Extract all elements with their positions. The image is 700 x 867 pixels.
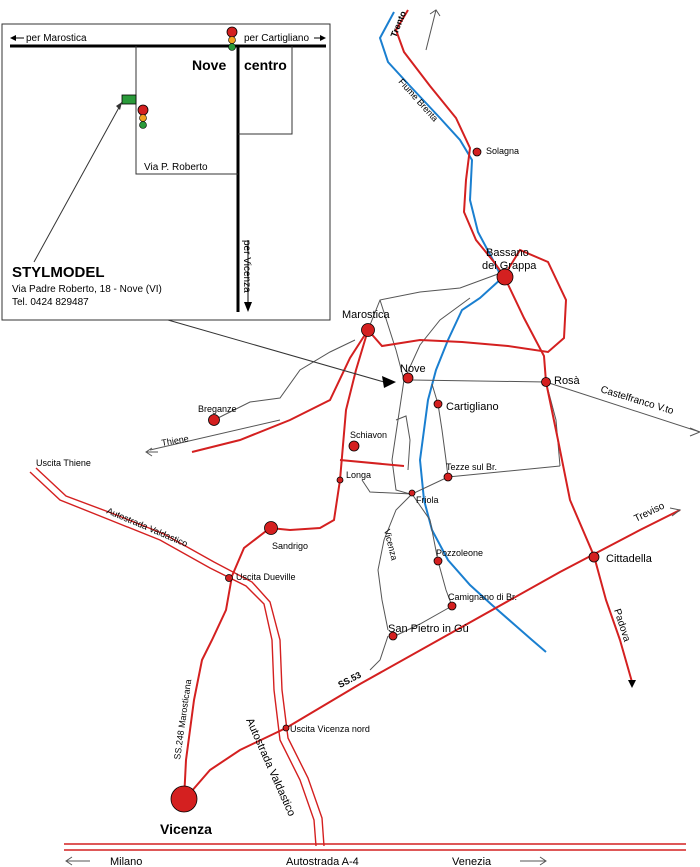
label-cartigliano: Cartigliano: [446, 401, 499, 413]
label-castelfranco: Castelfranco V.to: [599, 384, 675, 417]
label-marostica: Marostica: [342, 309, 391, 321]
arrow-padova-icon: [628, 680, 636, 688]
label-vicenza-road: Vicenza: [382, 528, 399, 561]
arrow-east-castelfranco-icon: [689, 427, 700, 437]
label-san-pietro: San Pietro in Gù: [388, 623, 469, 635]
river-brenta: [378, 11, 547, 653]
label-cittadella: Cittadella: [606, 553, 653, 565]
brand-address: Via Padre Roberto, 18 - Nove (VI): [12, 284, 162, 295]
town-schiavon: [348, 440, 360, 452]
label-longa: Longa: [346, 470, 371, 480]
direction-arrows: [65, 9, 700, 866]
label-uscita-thiene: Uscita Thiene: [36, 458, 91, 468]
town-vicenza-nord: [282, 724, 290, 732]
inset-arrow-left-icon: [10, 35, 16, 41]
label-thiene: Thiene: [161, 433, 190, 448]
label-breganze: Breganze: [198, 404, 237, 414]
inset-arrow-down-icon: [244, 302, 252, 312]
label-pozzoleone: Pozzoleone: [436, 548, 483, 558]
arrow-north-icon: [425, 9, 441, 51]
inset-arrow-right-icon: [320, 35, 326, 41]
town-cartigliano: [433, 399, 443, 409]
minor-roads: [149, 273, 700, 671]
town-vicenza: [170, 785, 198, 813]
inset-per-cartigliano: per Cartigliano: [244, 33, 309, 44]
label-bassano-1: Bassano: [486, 247, 529, 259]
inset-per-vicenza: per Vicenza: [241, 240, 252, 293]
label-uscita-dueville: Uscita Dueville: [236, 572, 296, 582]
town-tezze: [443, 472, 453, 482]
motorways: [29, 467, 686, 851]
label-autostrada-valdastico-1: Autostrada Valdastico: [105, 506, 189, 549]
label-treviso: Treviso: [632, 500, 666, 524]
inset-centro-label: centro: [244, 57, 287, 73]
inset-per-marostica: per Marostica: [26, 33, 87, 44]
label-vicenza: Vicenza: [160, 821, 212, 837]
label-fiume-brenta: Fiume Brenta: [397, 77, 441, 124]
label-ss53: SS.53: [336, 670, 362, 690]
label-solagna: Solagna: [486, 146, 519, 156]
shop-marker-icon: [121, 94, 137, 105]
inset-nove-label: Nove: [192, 57, 226, 73]
town-marostica: [361, 323, 375, 337]
main-roads: [183, 9, 681, 801]
arrow-treviso-icon: [669, 507, 682, 517]
inset-panel: per Marostica per Cartigliano Nove centr…: [1, 23, 331, 321]
town-breganze: [208, 414, 220, 426]
label-friola: Friola: [416, 495, 439, 505]
town-pozzoleone: [433, 556, 443, 566]
arrow-venezia-icon: [520, 856, 547, 866]
town-solagna: [472, 147, 482, 157]
label-rosa: Rosà: [554, 375, 581, 387]
label-venezia: Venezia: [452, 856, 492, 867]
brand-phone: Tel. 0424 829487: [12, 297, 89, 308]
inset-via-roberto: Via P. Roberto: [144, 162, 208, 173]
label-uscita-vicenza-nord: Uscita Vicenza nord: [290, 724, 370, 734]
inset-pointer-line: [167, 319, 385, 383]
town-camignano: [447, 601, 457, 611]
town-bassano: [496, 268, 514, 286]
town-sandrigo: [264, 521, 278, 535]
brand-name: STYLMODEL: [12, 264, 105, 281]
label-milano: Milano: [110, 856, 142, 867]
inset-pointer-arrow-icon: [382, 376, 396, 388]
label-autostrada-a4: Autostrada A-4: [286, 856, 359, 867]
town-markers: [170, 147, 600, 813]
traffic-light-shop-icon: [137, 104, 149, 129]
town-friola: [408, 489, 416, 497]
arrow-west-thiene-icon: [145, 447, 158, 457]
town-rosa: [541, 377, 551, 387]
town-cittadella: [588, 551, 600, 563]
arrow-milano-icon: [65, 856, 90, 866]
label-camignano: Camignano di Br.: [448, 592, 517, 602]
label-ss248: SS.248 Marosticana: [172, 679, 193, 761]
traffic-light-icon: [226, 26, 238, 51]
label-trento: Trento: [389, 9, 409, 39]
label-bassano-2: del Grappa: [482, 260, 537, 272]
town-longa: [336, 476, 344, 484]
town-san-pietro: [388, 631, 398, 641]
label-nove: Nove: [400, 363, 426, 375]
town-nove: [402, 372, 414, 384]
town-dueville: [225, 574, 233, 582]
label-tezze: Tezze sul Br.: [446, 462, 497, 472]
label-sandrigo: Sandrigo: [272, 541, 308, 551]
label-schiavon: Schiavon: [350, 430, 387, 440]
